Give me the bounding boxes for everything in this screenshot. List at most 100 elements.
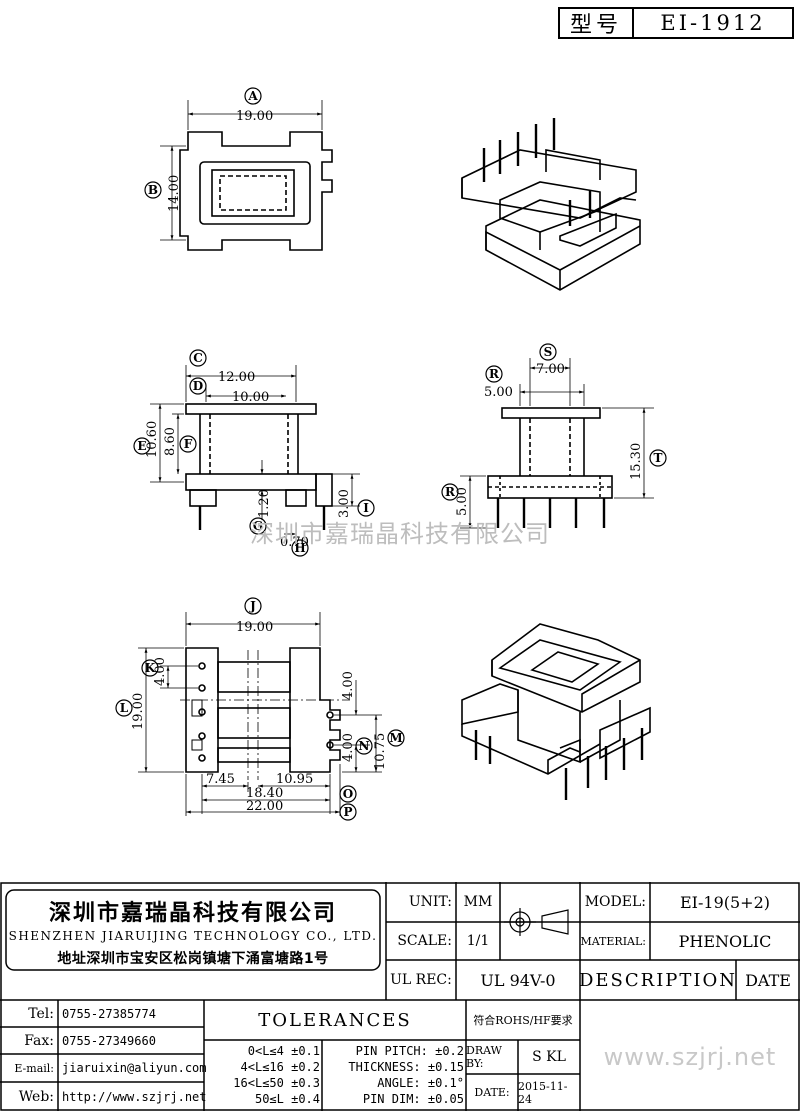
marker-r2: R: [441, 483, 459, 501]
svg-text:N: N: [359, 739, 370, 753]
model-footer-label: MODEL:: [584, 894, 646, 910]
marker-r: R: [485, 365, 503, 383]
front-view: [150, 365, 360, 536]
company-name-cn: 深圳市嘉瑞晶科技有限公司: [48, 901, 337, 926]
material-label: MATERIAL:: [580, 934, 646, 948]
dim-o: 18.40: [246, 786, 283, 801]
marker-k: K: [141, 659, 159, 677]
date-label: DATE:: [474, 1086, 510, 1099]
scale-value: 1/1: [466, 933, 490, 949]
dim-r2: 5.00: [455, 487, 470, 516]
tel-value: 0755-27385774: [62, 1006, 156, 1021]
svg-text:H: H: [294, 541, 305, 555]
svg-text:E: E: [137, 439, 146, 453]
unit-value: MM: [463, 894, 493, 910]
web-label: Web:: [18, 1088, 54, 1105]
svg-text:A: A: [247, 89, 258, 103]
dim-e: 10.60: [145, 421, 160, 458]
ulrec-label: UL REC:: [390, 972, 452, 988]
tolerance-list: 0<L≤4 ±0.1 4<L≤16 ±0.2 16<L≤50 ±0.3 50≤L…: [208, 1044, 320, 1108]
marker-c: C: [189, 349, 207, 367]
fax-label: Fax:: [24, 1032, 54, 1049]
dim-r: 5.00: [484, 385, 513, 400]
svg-text:I: I: [363, 501, 369, 515]
tolerance-item: 0<L≤4 ±0.1: [247, 1044, 320, 1058]
dim-c: 12.00: [218, 370, 255, 385]
dim-t: 15.30: [629, 443, 644, 480]
dim-s: 7.00: [536, 362, 565, 377]
marker-p: P: [339, 803, 357, 821]
svg-text:J: J: [249, 599, 256, 613]
unit-label: UNIT:: [408, 894, 452, 910]
ulrec-value: UL 94V-0: [480, 970, 556, 990]
watermark: 深圳市嘉瑞晶科技有限公司: [250, 520, 550, 548]
marker-e: E: [133, 437, 151, 455]
title-block: 型号 EI-1912: [558, 7, 794, 39]
side-view: [460, 358, 654, 529]
model-value: EI-1912: [660, 11, 766, 35]
bottom-view: [138, 612, 382, 816]
svg-text:O: O: [343, 787, 353, 801]
marker-t: T: [649, 449, 667, 467]
marker-b: B: [144, 181, 162, 199]
marker-n: N: [355, 737, 373, 755]
email-value[interactable]: jiaruixin@aliyun.com: [62, 1061, 207, 1075]
scale-label: SCALE:: [397, 933, 452, 949]
marker-i: I: [357, 499, 375, 517]
email-label: E-mail:: [14, 1061, 54, 1075]
web-value[interactable]: http://www.szjrj.net: [62, 1089, 207, 1104]
marker-j: J: [244, 597, 262, 615]
website-watermark: www.szjrj.net: [603, 1043, 777, 1071]
isometric-view-1: [461, 118, 641, 291]
top-view: [160, 100, 333, 251]
marker-h: H: [291, 539, 309, 557]
marker-m: M: [387, 729, 405, 747]
marker-f: F: [179, 435, 197, 453]
svg-text:D: D: [193, 379, 203, 393]
tolerance-item: PIN PITCH: ±0.2: [355, 1044, 464, 1058]
svg-text:K: K: [145, 661, 156, 675]
marker-a: A: [244, 87, 262, 105]
rohs-note: 符合ROHS/HF要求: [473, 1014, 573, 1027]
tolerance-item: 16<L≤50 ±0.3: [233, 1076, 320, 1090]
drawby-label: DRAW BY:: [466, 1044, 502, 1070]
material-value: PHENOLIC: [678, 931, 772, 951]
svg-text:M: M: [389, 731, 402, 745]
fax-value: 0755-27349660: [62, 1033, 156, 1048]
dim-n1: 4.00: [341, 671, 356, 700]
marker-s: S: [539, 343, 557, 361]
svg-text:R: R: [489, 367, 500, 381]
dim-p: 22.00: [246, 799, 283, 814]
marker-g: G: [249, 517, 267, 535]
svg-text:L: L: [120, 701, 129, 715]
tolerances-header: TOLERANCES: [258, 1009, 412, 1031]
company-name-en: SHENZHEN JIARUIJING TECHNOLOGY CO., LTD.: [8, 929, 378, 943]
tolerance-item: 50≤L ±0.4: [254, 1092, 320, 1106]
tolerance-item: ANGLE: ±0.1°: [377, 1076, 464, 1090]
tolerance-item: PIN DIM: ±0.05: [362, 1092, 464, 1106]
company-address: 地址深圳市宝安区松岗镇塘下涌富塘路1号: [57, 951, 329, 967]
projection-symbol: [504, 908, 569, 936]
title-table-lines: [0, 882, 800, 1111]
tel-label: Tel:: [28, 1005, 54, 1022]
dim-n2: 4.00: [341, 733, 356, 762]
tolerance-item: 4<L≤16 ±0.2: [240, 1060, 320, 1074]
dim-d: 10.00: [232, 390, 269, 405]
svg-text:T: T: [654, 451, 663, 465]
svg-text:F: F: [184, 437, 193, 451]
svg-text:B: B: [148, 183, 158, 197]
dim-g: 1.20: [257, 489, 272, 518]
svg-text:R: R: [445, 485, 456, 499]
technical-drawing: 19.00 14.00 12.00 10.00 10.60 8.60 1.20 …: [115, 87, 667, 821]
date-value: 2015-11-24: [518, 1079, 568, 1106]
dim-l: 19.00: [131, 693, 146, 730]
tolerance-list-2: PIN PITCH: ±0.2 THICKNESS: ±0.15 ANGLE: …: [324, 1044, 464, 1108]
marker-o: O: [339, 785, 357, 803]
isometric-view-2: [461, 623, 651, 800]
svg-text:G: G: [253, 519, 263, 533]
dim-o1: 7.45: [206, 772, 235, 787]
marker-l: L: [115, 699, 133, 717]
model-footer-value: EI-19(5+2): [679, 892, 770, 912]
svg-text:C: C: [193, 351, 203, 365]
svg-text:P: P: [343, 805, 352, 819]
